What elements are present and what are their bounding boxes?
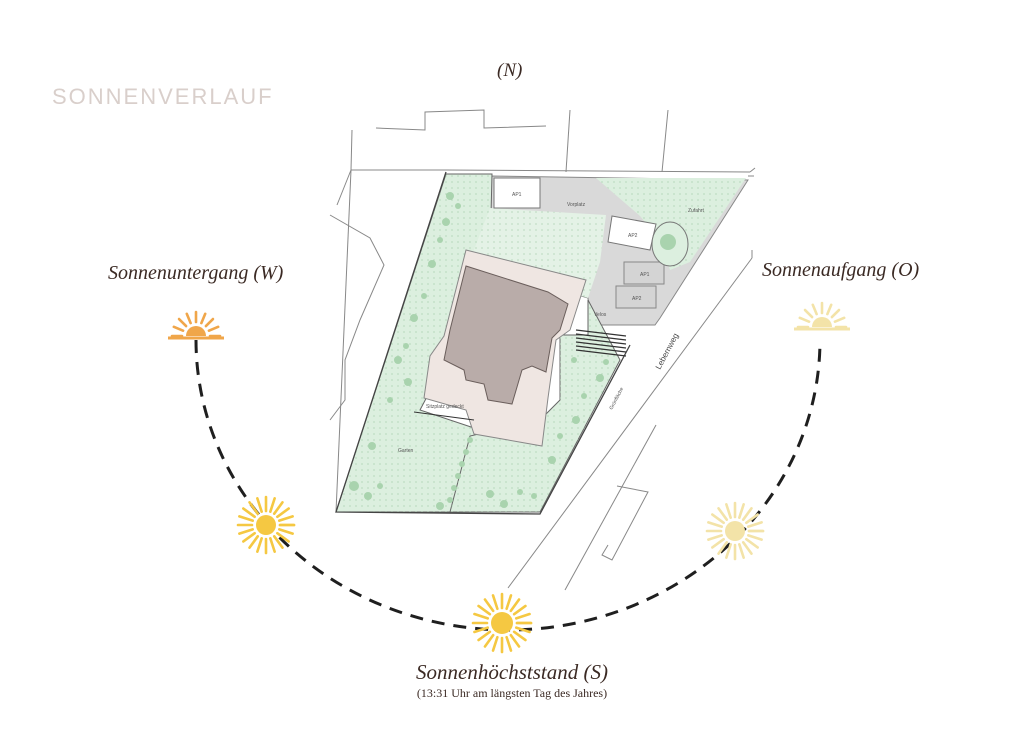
parking-ap1 <box>493 177 541 209</box>
setting-sun-icon <box>168 310 224 340</box>
building <box>443 265 569 405</box>
label-vorplatz: Vorplatz <box>567 202 586 208</box>
parking-ap2 <box>607 215 657 251</box>
tree-icon <box>660 234 676 250</box>
label-street: Lebernweg <box>654 332 681 371</box>
side-parking-1 <box>623 261 665 285</box>
rising-sun-icon <box>794 301 850 331</box>
stairs <box>575 329 627 357</box>
north-label: (N) <box>497 60 523 81</box>
south-label: Sonnenhöchststand (S) <box>416 660 608 684</box>
label-ap2: AP2 <box>628 233 638 239</box>
side-parking-2 <box>615 285 657 309</box>
garden-trees <box>349 192 609 510</box>
label-side-2: AP2 <box>632 296 642 302</box>
sun-icon <box>236 495 296 555</box>
label-zufahrt: Zufahrt <box>688 208 704 214</box>
label-side-strip: Grünfläche <box>608 386 625 411</box>
east-label: Sonnenaufgang (O) <box>762 259 920 281</box>
page-title: SONNENVERLAUF <box>52 84 274 109</box>
label-velos: Velos <box>594 312 607 318</box>
sun-icon <box>705 501 765 561</box>
south-note: (13:31 Uhr am längsten Tag des Jahres) <box>416 686 608 700</box>
west-label: Sonnenuntergang (W) <box>108 262 284 284</box>
sun-icon <box>471 592 533 654</box>
label-ap1: AP1 <box>512 192 522 198</box>
label-garten: Garten <box>398 448 414 454</box>
property-boundary <box>335 171 631 515</box>
context-lines <box>329 109 756 591</box>
label-sitzplatz: Sitzplatz gedeckt <box>426 404 464 410</box>
label-side-1: AP1 <box>640 272 650 278</box>
